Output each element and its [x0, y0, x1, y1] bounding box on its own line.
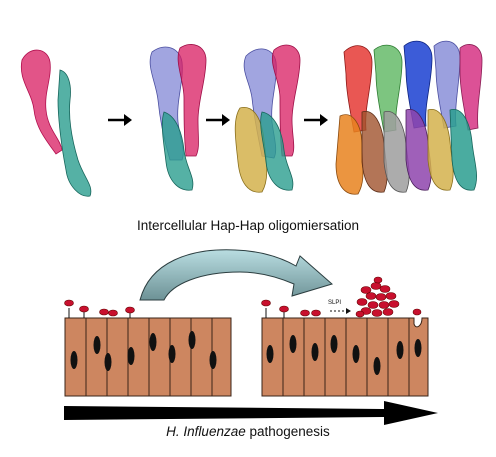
- epithelium-left: [64, 317, 232, 397]
- protein-dimer: [149, 44, 207, 191]
- right-arrow-icon: [206, 114, 230, 126]
- curved-arrow-icon: [139, 249, 334, 301]
- right-arrow-icon: [108, 114, 132, 126]
- dashed-arrow-icon: [330, 308, 351, 314]
- protein-trimer: [234, 44, 301, 193]
- bacteria-right: [261, 299, 422, 318]
- pathogenesis-caption: H. Influenzae pathogenesis: [0, 424, 496, 439]
- bacterial-aggregate: [355, 276, 400, 318]
- bacteria-left: [64, 299, 135, 318]
- oligomerisation-caption: Intercellular Hap-Hap oligomiersation: [136, 218, 360, 233]
- slpi-label: SLPI: [328, 300, 342, 306]
- pathogen-name: H. Influenzae: [166, 424, 246, 439]
- epithelium-right: [261, 317, 429, 397]
- protein-monomer: [20, 49, 92, 197]
- pathogenesis-word: pathogenesis: [245, 424, 330, 439]
- right-arrow-icon: [304, 114, 328, 126]
- protein-oligomer: [335, 40, 483, 195]
- pathogenesis-arrow-icon: [64, 401, 438, 425]
